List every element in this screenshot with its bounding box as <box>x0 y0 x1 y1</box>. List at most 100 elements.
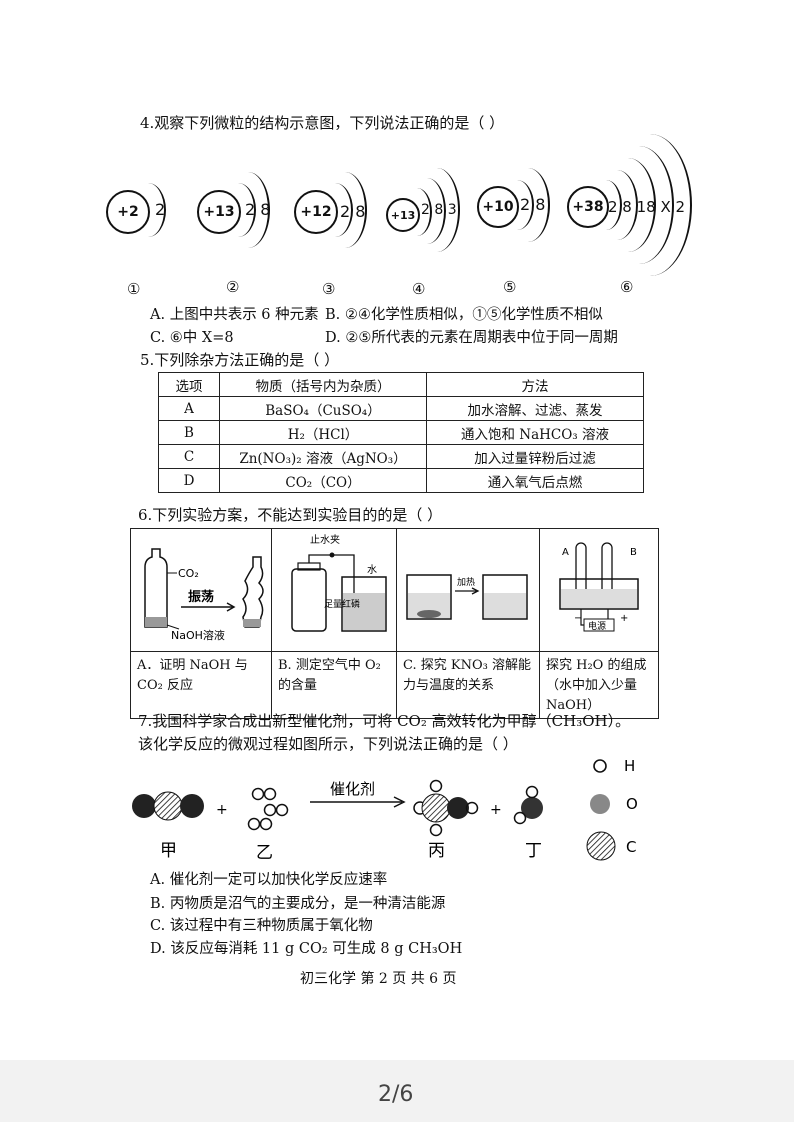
legend-c-label: C <box>626 838 636 856</box>
jia-o-atom-1 <box>132 794 156 818</box>
q5-cell-substance: CO₂（CO） <box>219 468 427 493</box>
atom-4-electrons: 2 8 3 <box>421 202 457 218</box>
atom-6-electrons: 2 8 18 X 2 <box>608 198 686 216</box>
page-indicator: 2/6 <box>378 1082 414 1107</box>
q7-option-c: C. 该过程中有三种物质属于氧化物 <box>150 918 373 934</box>
tube-a-label: A <box>562 547 569 558</box>
q7-stem-line2: 该化学反应的微观过程如图所示，下列说法正确的是（ ） <box>138 735 518 753</box>
table-row: B H₂（HCl） 通入饱和 NaHCO₃ 溶液 <box>158 420 644 445</box>
atom-1-electrons: 2 <box>155 200 166 219</box>
q5-cell-substance: H₂（HCl） <box>219 420 427 445</box>
naoh-liquid-after <box>243 619 261 627</box>
minus-label: − <box>574 613 582 624</box>
legend-h-icon <box>593 759 607 773</box>
q5-cell-method: 通入氧气后点燃 <box>426 468 644 493</box>
clamp-label: 止水夹 <box>310 533 340 546</box>
q5-cell-option: D <box>158 468 220 493</box>
table-row: D CO₂（CO） 通入氧气后点燃 <box>158 468 644 493</box>
atom-2-shell-2 <box>226 172 270 248</box>
yi-h-atom <box>251 787 265 801</box>
atom-3-index: ③ <box>322 280 336 298</box>
bottle-before <box>144 548 168 628</box>
table-row: C Zn(NO₃)₂ 溶液（AgNO₃） 加入过量锌粉后过滤 <box>158 444 644 469</box>
q4-option-b: B. ②④化学性质相似，①⑤化学性质不相似 <box>325 307 603 323</box>
yi-h-atom <box>263 787 277 801</box>
atom-1-index: ① <box>127 280 141 298</box>
jia-o-atom-2 <box>180 794 204 818</box>
legend-h-label: H <box>624 757 635 775</box>
power-label: 电源 <box>588 620 606 632</box>
legend-o-label: O <box>626 795 638 813</box>
q6-caption-a: A．证明 NaOH 与 CO₂ 反应 <box>130 651 272 719</box>
yi-h-atom <box>247 817 261 831</box>
q6-caption-b: B. 测定空气中 O₂ 的含量 <box>271 651 397 719</box>
q7-option-d: D. 该反应每消耗 11 g CO₂ 可生成 8 g CH₃OH <box>150 941 463 957</box>
yi-h-atom <box>275 803 289 817</box>
atom-5-index: ⑤ <box>503 278 517 296</box>
q6-stem: 6.下列实验方案，不能达到实验目的的是（ ） <box>138 506 443 524</box>
jia-c-atom <box>153 791 183 821</box>
heat-arrow-head <box>471 587 480 595</box>
beaker-water <box>343 593 385 630</box>
table-row: A BaSO₄（CuSO₄） 加水溶解、过滤、蒸发 <box>158 396 644 421</box>
electrolysis-trough <box>559 578 639 610</box>
power-supply <box>583 618 615 632</box>
q5-cell-method: 通入饱和 NaHCO₃ 溶液 <box>426 420 644 445</box>
solution-after <box>484 593 526 618</box>
species-yi: 乙 <box>256 843 273 863</box>
atom-2-electrons: 2 8 <box>245 200 271 219</box>
atom-1-shell <box>130 183 166 237</box>
atom-3-shell-2 <box>323 172 367 248</box>
species-jia: 甲 <box>160 841 177 861</box>
q7-option-a: A. 催化剂一定可以加快化学反应速率 <box>150 872 388 888</box>
atom-5-electrons: 2 8 <box>520 195 546 214</box>
q4-stem: 4.观察下列微粒的结构示意图，下列说法正确的是（ ） <box>140 114 505 132</box>
electrolysis-figure: A B 电源 − + <box>559 542 639 632</box>
catalyst-label: 催化剂 <box>330 780 375 798</box>
plus-sign-2: + <box>490 802 502 818</box>
q5-cell-substance: BaSO₄（CuSO₄） <box>219 396 427 421</box>
flask <box>291 568 327 632</box>
q6-figure-d: A B 电源 − + <box>539 528 659 652</box>
q5-header-substance: 物质（括号内为杂质） <box>219 372 427 397</box>
page-footer: 初三化学 第 2 页 共 6 页 <box>300 971 457 987</box>
atom-6-index: ⑥ <box>620 278 634 296</box>
yi-h-atom <box>263 803 277 817</box>
atom-6-shell-5 <box>608 134 692 276</box>
q5-cell-option: A <box>158 396 220 421</box>
trough-water <box>561 589 637 608</box>
q5-table-header: 选项 物质（括号内为杂质） 方法 <box>158 372 644 397</box>
phosphorus-burning-figure: 止水夹 水 足量红磷 <box>291 533 387 632</box>
q5-cell-method: 加水溶解、过滤、蒸发 <box>426 396 644 421</box>
q6-figure-b: 止水夹 水 足量红磷 <box>271 528 397 652</box>
bing-h-atom <box>429 823 443 837</box>
species-ding: 丁 <box>525 841 542 861</box>
reaction-micro-diagram: + 催化剂 + 甲 乙 丙 丁 H O C <box>132 757 638 863</box>
ding-h-atom <box>525 785 539 799</box>
naoh-liquid-before <box>145 617 167 627</box>
q5-header-method: 方法 <box>426 372 644 397</box>
q5-cell-substance: Zn(NO₃)₂ 溶液（AgNO₃） <box>219 444 427 469</box>
exam-page: 4.观察下列微粒的结构示意图，下列说法正确的是（ ） +2 2 +13 2 8 … <box>0 0 794 1060</box>
ding-h-atom <box>513 811 527 825</box>
legend-o-icon <box>590 794 610 814</box>
bottle-shaking-figure: CO₂ 振荡 NaOH溶液 <box>144 548 264 642</box>
plus-sign-1: + <box>216 802 228 818</box>
naoh-label: NaOH溶液 <box>171 628 225 642</box>
q5-stem: 5.下列除杂方法正确的是（ ） <box>140 351 340 369</box>
q7-option-b: B. 丙物质是沼气的主要成分，是一种清洁能源 <box>150 896 446 912</box>
heat-label: 加热 <box>457 576 475 588</box>
q5-table: 选项 物质（括号内为杂质） 方法 A BaSO₄（CuSO₄） 加水溶解、过滤、… <box>158 372 644 493</box>
bing-o-atom <box>447 797 469 819</box>
water-beaker <box>341 576 387 632</box>
water-label: 水 <box>367 564 377 576</box>
atom-5-shell-2 <box>506 168 550 242</box>
atom-3-electrons: 2 8 <box>340 202 366 221</box>
q4-option-c: C. ⑥中 X=8 <box>150 330 234 346</box>
plus-label: + <box>620 613 628 624</box>
atom-4-index: ④ <box>412 280 426 298</box>
q6-table: CO₂ 振荡 NaOH溶液 止水夹 <box>130 528 659 719</box>
q4-option-d: D. ②⑤所代表的元素在周期表中位于同一周期 <box>325 330 618 346</box>
q6-figure-a: CO₂ 振荡 NaOH溶液 <box>130 528 272 652</box>
yi-h-atom <box>259 817 273 831</box>
